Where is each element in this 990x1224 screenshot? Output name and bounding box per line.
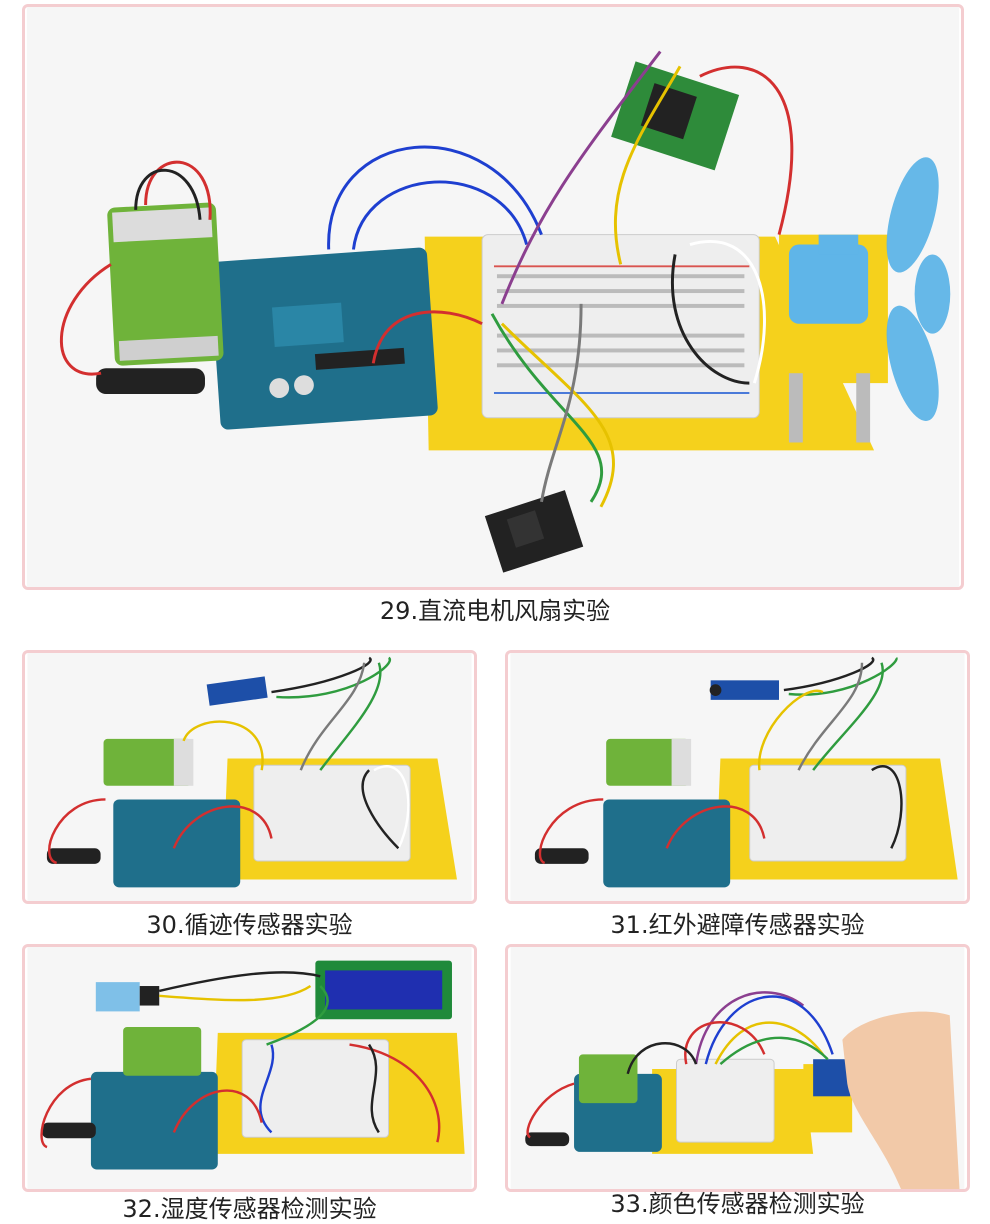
arduino-uno-board bbox=[603, 799, 731, 888]
dht-sensor bbox=[95, 982, 140, 1012]
infrared-sensor-module bbox=[710, 680, 779, 700]
9v-battery bbox=[123, 1027, 202, 1076]
breadboard bbox=[749, 764, 907, 862]
humidity-photo bbox=[27, 947, 472, 1189]
dc-motor-fan-photo bbox=[26, 7, 960, 587]
photo-panel-infrared-obstacle bbox=[505, 650, 970, 904]
arduino-uno-board bbox=[90, 1071, 218, 1170]
photo-panel-color-sensor bbox=[505, 944, 970, 1192]
breadboard bbox=[241, 1039, 390, 1138]
color-sensor-photo bbox=[510, 947, 965, 1189]
caption-experiment-32: 32.湿度传感器检测实验 bbox=[122, 1195, 377, 1223]
caption-experiment-31: 31.红外避障传感器实验 bbox=[610, 911, 865, 939]
fan-propeller bbox=[886, 157, 951, 421]
caption-experiment-30: 30.循迹传感器实验 bbox=[146, 911, 353, 939]
breadboard bbox=[253, 764, 411, 862]
photo-panel-humidity bbox=[22, 944, 477, 1192]
line-tracking-module bbox=[206, 676, 268, 706]
color-sensor-module bbox=[813, 1059, 851, 1097]
dc-motor bbox=[788, 244, 869, 324]
breadboard bbox=[676, 1058, 775, 1143]
hand bbox=[842, 1011, 960, 1189]
caption-experiment-29: 29.直流电机风扇实验 bbox=[379, 597, 611, 625]
9v-battery bbox=[578, 1054, 638, 1104]
infrared-obstacle-photo bbox=[510, 653, 965, 901]
line-tracking-photo bbox=[27, 653, 472, 901]
9v-battery bbox=[107, 202, 224, 366]
photo-panel-dc-motor-fan bbox=[22, 4, 964, 590]
caption-experiment-33: 33.颜色传感器检测实验 bbox=[610, 1190, 865, 1218]
photo-panel-line-tracking bbox=[22, 650, 477, 904]
9v-battery bbox=[606, 738, 690, 786]
9v-battery bbox=[103, 738, 192, 786]
